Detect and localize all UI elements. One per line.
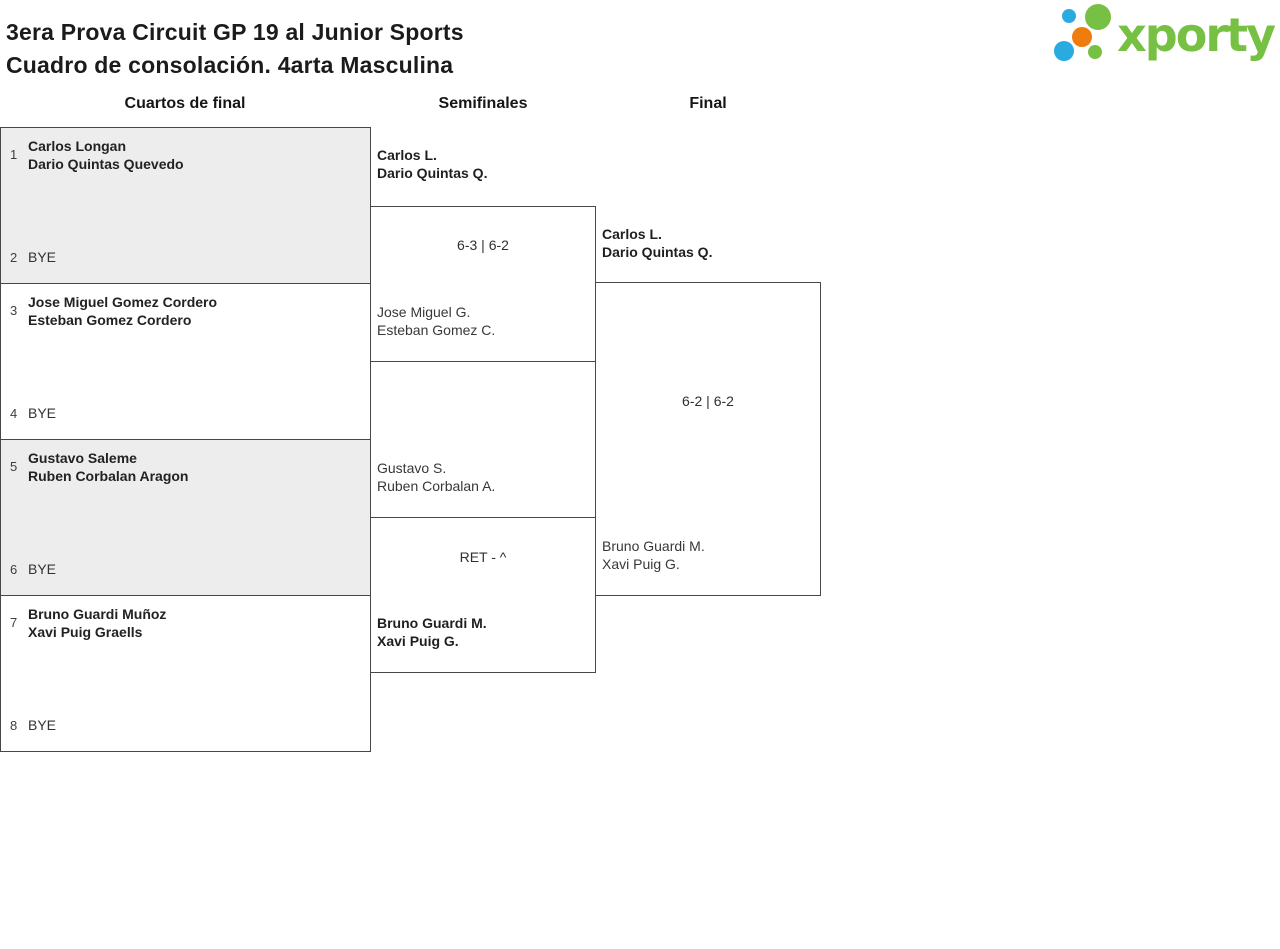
bye-label: BYE: [28, 717, 57, 733]
player-name: Carlos L.: [602, 226, 662, 242]
player-name: Ruben Corbalan Aragon: [28, 468, 189, 484]
match-box-final: [595, 282, 821, 596]
player-name: Dario Quintas Q.: [602, 244, 713, 260]
player-name: Dario Quintas Q.: [377, 165, 488, 181]
player-name: Carlos L.: [377, 147, 437, 163]
seed-number: 7: [10, 615, 18, 630]
team-name-sf1-top: Carlos L. Dario Quintas Q.: [377, 146, 487, 182]
match-box-qf2: 3 Jose Miguel Gomez Cordero Esteban Gome…: [0, 283, 371, 440]
player-name: Dario Quintas Quevedo: [28, 156, 184, 172]
round-header-cuartos: Cuartos de final: [124, 95, 246, 112]
round-header-final: Final: [689, 95, 727, 112]
page-title-line1: 3era Prova Circuit GP 19 al Junior Sport…: [6, 19, 464, 46]
player-name: Xavi Puig Graells: [28, 624, 143, 640]
bye-label: BYE: [28, 405, 57, 421]
team-name-sf1-bottom: Jose Miguel G. Esteban Gomez C.: [377, 303, 495, 339]
team-name: Bruno Guardi Muñoz Xavi Puig Graells: [28, 605, 166, 641]
seed-number: 3: [10, 303, 18, 318]
seed-number: 4: [10, 406, 18, 421]
player-name: Bruno Guardi M.: [602, 538, 705, 554]
match-score-sf1: 6-3 | 6-2: [457, 237, 509, 253]
team-name: Carlos Longan Dario Quintas Quevedo: [28, 137, 184, 173]
bye-slot: 2 BYE: [10, 249, 56, 265]
bye-label: BYE: [28, 561, 57, 577]
team-name-sf2-top: Gustavo S. Ruben Corbalan A.: [377, 459, 495, 495]
page-title-line2: Cuadro de consolación. 4arta Masculina: [6, 52, 454, 79]
xporty-wordmark: xporty: [1117, 8, 1276, 62]
player-name: Ruben Corbalan A.: [377, 478, 496, 494]
bye-slot: 8 BYE: [10, 717, 56, 733]
seed-number: 2: [10, 250, 18, 265]
xporty-logo-dots-icon: [1054, 4, 1112, 61]
seed-number: 6: [10, 562, 18, 577]
team-name-final-bottom: Bruno Guardi M. Xavi Puig G.: [602, 537, 705, 573]
seed-number: 8: [10, 718, 18, 733]
match-score-sf2: RET - ^: [459, 549, 507, 565]
seed-number: 5: [10, 459, 18, 474]
player-name: Jose Miguel Gomez Cordero: [28, 294, 218, 310]
bye-slot: 4 BYE: [10, 405, 56, 421]
player-name: Jose Miguel G.: [377, 304, 471, 320]
round-header-semifinales: Semifinales: [438, 95, 528, 112]
team-name: Jose Miguel Gomez Cordero Esteban Gomez …: [28, 293, 217, 329]
match-box-qf4: 7 Bruno Guardi Muñoz Xavi Puig Graells 8…: [0, 595, 371, 752]
team-name-final-top: Carlos L. Dario Quintas Q.: [602, 225, 712, 261]
bye-slot: 6 BYE: [10, 561, 56, 577]
match-score-final: 6-2 | 6-2: [682, 393, 734, 409]
page-title: 3era Prova Circuit GP 19 al Junior Sport…: [6, 16, 464, 82]
team-name-sf2-bottom: Bruno Guardi M. Xavi Puig G.: [377, 614, 487, 650]
xporty-logo[interactable]: xporty: [1051, 4, 1276, 66]
bye-label: BYE: [28, 249, 57, 265]
player-name: Gustavo Saleme: [28, 450, 137, 466]
player-name: Carlos Longan: [28, 138, 127, 154]
player-name: Bruno Guardi Muñoz: [28, 606, 167, 622]
match-box-qf3: 5 Gustavo Saleme Ruben Corbalan Aragon 6…: [0, 439, 371, 596]
player-name: Gustavo S.: [377, 460, 447, 476]
player-name: Bruno Guardi M.: [377, 615, 487, 631]
player-name: Esteban Gomez Cordero: [28, 312, 192, 328]
team-name: Gustavo Saleme Ruben Corbalan Aragon: [28, 449, 189, 485]
seed-number: 1: [10, 147, 18, 162]
player-name: Esteban Gomez C.: [377, 322, 496, 338]
player-name: Xavi Puig G.: [377, 633, 459, 649]
player-name: Xavi Puig G.: [602, 556, 680, 572]
